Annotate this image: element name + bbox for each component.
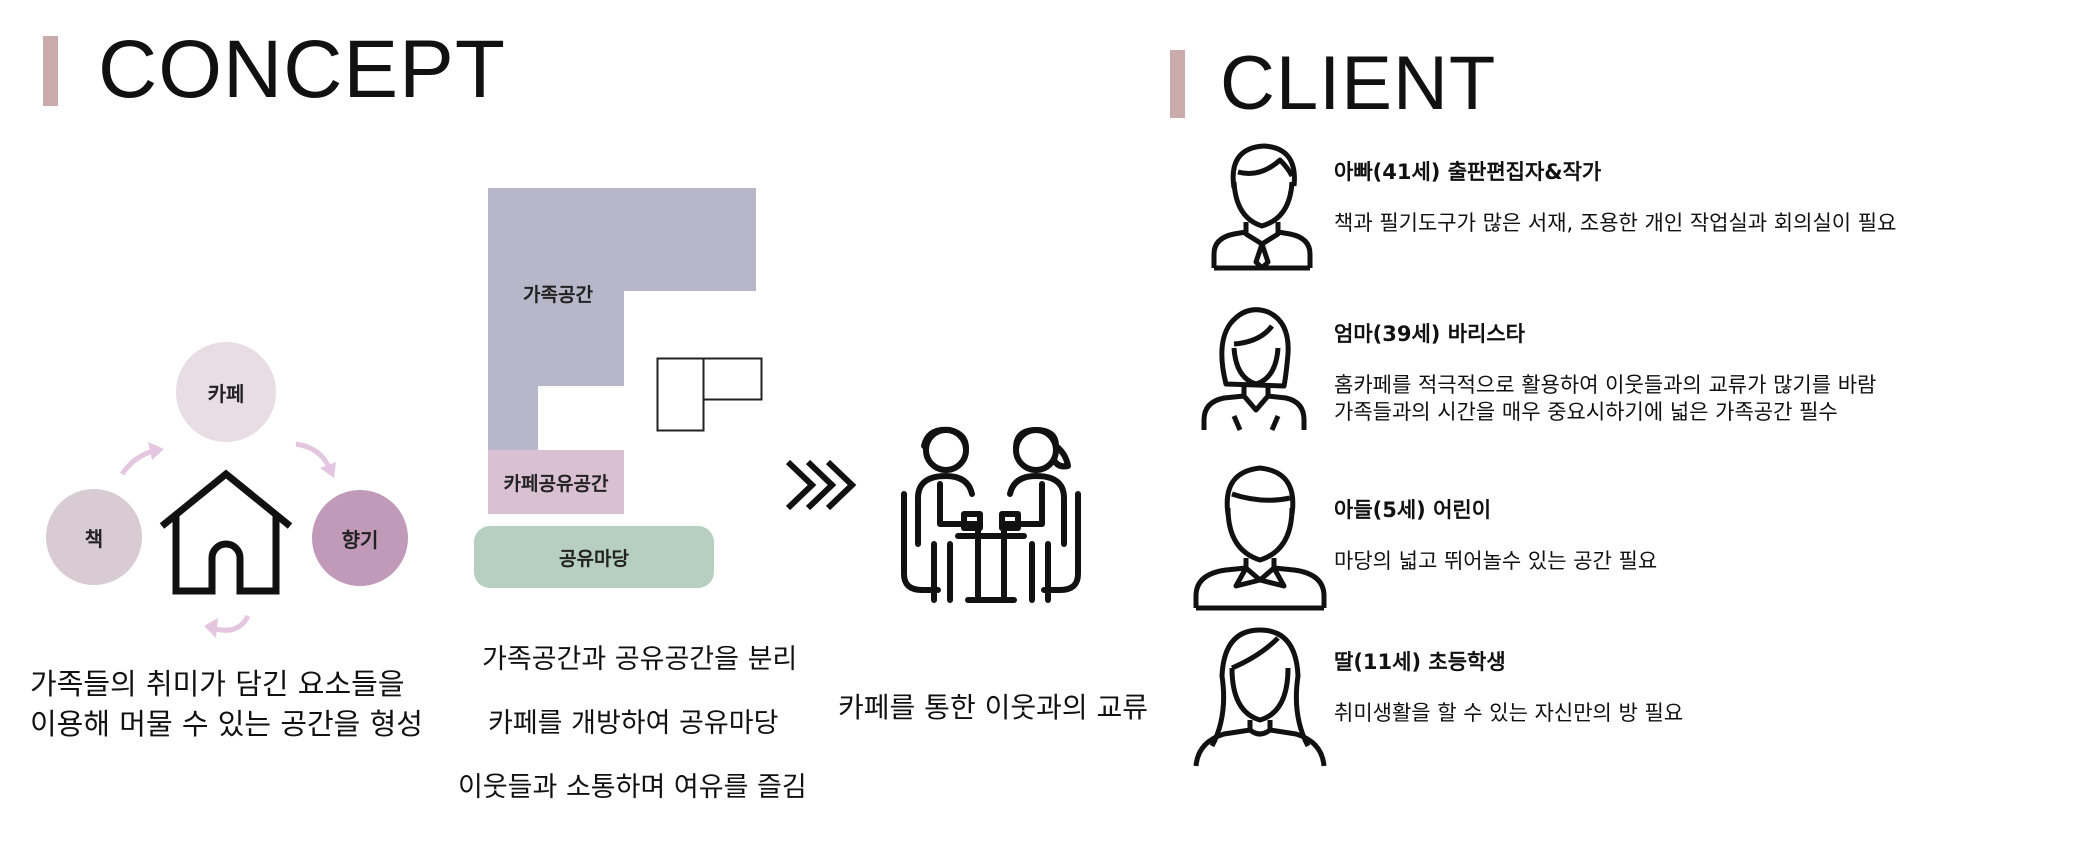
- client-mother-desc-line-1: 홈카페를 적극적으로 활용하여 이웃들과의 교류가 많기를 바람: [1334, 373, 1877, 397]
- client-daughter-desc: 취미생활을 할 수 있는 자신만의 방 필요: [1334, 700, 1683, 727]
- client-father-desc-line-1: 책과 필기도구가 많은 서재, 조용한 개인 작업실과 회의실이 필요: [1334, 211, 1897, 235]
- house-icon: [159, 469, 293, 595]
- plan-line-2: 카페를 개방하여 공유마당: [488, 708, 779, 739]
- father-icon: [1211, 143, 1313, 271]
- family-space-label: 가족공간: [523, 284, 593, 306]
- concept-heading: CONCEPT: [98, 24, 506, 115]
- client-mother-desc-line-2: 가족들과의 시간을 매우 중요시하기에 넓은 가족공간 필수: [1334, 400, 1838, 424]
- bubble-cafe-label: 카페: [207, 381, 245, 406]
- concept-caption-line-1: 가족들의 취미가 담긴 요소들을: [30, 667, 405, 701]
- plan-line-1: 가족공간과 공유공간을 분리: [482, 644, 798, 675]
- concept-caption: 가족들의 취미가 담긴 요소들을 이용해 머물 수 있는 공간을 형성: [30, 664, 430, 744]
- family-space-block: [488, 188, 756, 450]
- son-icon: [1193, 465, 1327, 611]
- cycle-arrow-bottom-icon: [204, 614, 251, 638]
- daughter-icon: [1193, 627, 1327, 767]
- exchange-caption: 카페를 통한 이웃과의 교류: [838, 691, 1149, 724]
- cafe-shared-space-block: 카페공유공간: [488, 450, 624, 514]
- bubble-book: 책: [46, 489, 142, 585]
- shared-yard-block: 공유마당: [474, 526, 714, 588]
- client-son-title: 아들(5세) 어린이: [1334, 498, 1492, 522]
- cycle-arrow-top-left-icon: [119, 442, 164, 476]
- plan-line-3: 이웃들과 소통하며 여유를 즐김: [458, 772, 807, 803]
- concept-accent-bar: [43, 36, 58, 106]
- mother-icon: [1201, 307, 1307, 431]
- cycle-arrow-right-icon: [295, 441, 336, 478]
- client-daughter-title: 딸(11세) 초등학생: [1334, 650, 1506, 674]
- client-father-title: 아빠(41세) 출판편집자&작가: [1334, 160, 1602, 184]
- client-heading: CLIENT: [1220, 41, 1497, 126]
- bubble-scent-label: 향기: [341, 527, 379, 552]
- client-mother-desc: 홈카페를 적극적으로 활용하여 이웃들과의 교류가 많기를 바람 가족들과의 시…: [1334, 372, 1876, 426]
- concept-caption-line-2: 이용해 머물 수 있는 공간을 형성: [30, 707, 423, 741]
- cafe-shared-space-label: 카페공유공간: [503, 472, 609, 495]
- shared-yard-label: 공유마당: [559, 547, 629, 570]
- client-mother-title: 엄마(39세) 바리스타: [1334, 322, 1525, 346]
- bubble-book-label: 책: [84, 526, 104, 551]
- bubble-cafe: 카페: [176, 342, 276, 442]
- client-accent-bar: [1170, 50, 1185, 118]
- chevron-right-triple-icon: [785, 459, 857, 511]
- client-son-desc: 마당의 넓고 뛰어놀수 있는 공간 필요: [1334, 548, 1657, 575]
- client-father-desc: 책과 필기도구가 많은 서재, 조용한 개인 작업실과 회의실이 필요: [1334, 210, 1896, 237]
- room-outline: [656, 357, 763, 432]
- client-daughter-desc-line-1: 취미생활을 할 수 있는 자신만의 방 필요: [1334, 701, 1684, 725]
- cafe-meeting-icon: [901, 426, 1081, 603]
- client-son-desc-line-1: 마당의 넓고 뛰어놀수 있는 공간 필요: [1334, 549, 1658, 573]
- bubble-scent: 향기: [312, 490, 408, 586]
